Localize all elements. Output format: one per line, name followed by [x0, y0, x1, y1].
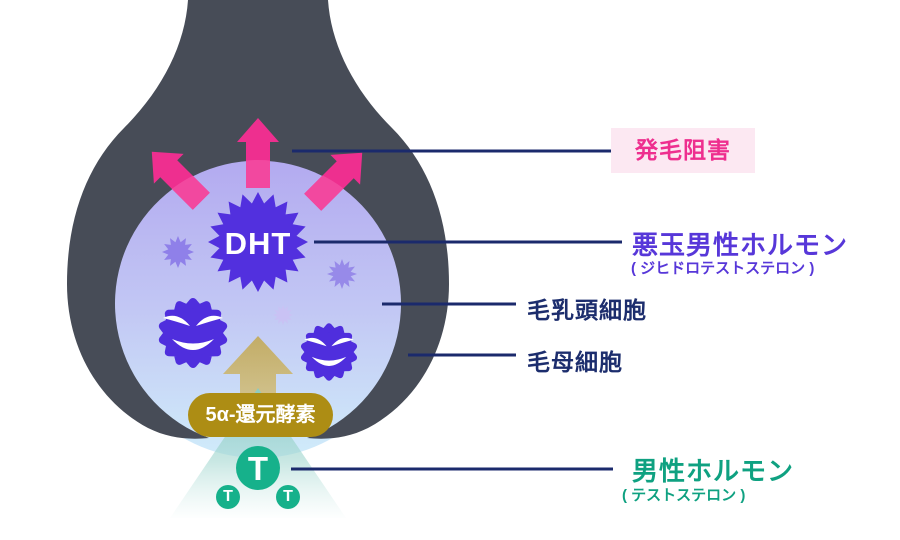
testosterone-t-small: T: [223, 488, 233, 505]
hair-papilla-bulb: [109, 160, 407, 458]
papilla-cells-label: 毛乳頭細胞: [527, 297, 647, 323]
follicle-wall: [67, 0, 449, 439]
small-star-icon: [273, 305, 293, 325]
evil-cell-icon: [300, 323, 358, 381]
dht-label: DHT: [224, 226, 292, 261]
testosterone-circle-large: [236, 446, 280, 490]
matrix-cells-label: 毛母細胞: [527, 349, 623, 375]
small-star-icon: [162, 236, 194, 268]
testosterone-circle-small: [216, 485, 240, 509]
testosterone-t-large: T: [247, 450, 269, 487]
enzyme-badge-label: 5α-還元酵素: [205, 404, 316, 426]
bad-hormone-subtitle: ( ジヒドロテストステロン ): [631, 260, 815, 277]
enzyme-badge: [188, 393, 333, 437]
growth-inhibition-label: 発毛阻害: [611, 128, 755, 173]
evil-cell-icon: [158, 298, 228, 368]
bad-hormone-title: 悪玉男性ホルモン: [632, 230, 849, 260]
male-hormone-title: 男性ホルモン: [632, 456, 795, 486]
connector-lines: [291, 149, 622, 471]
small-star-icon: [327, 259, 357, 289]
male-hormone-subtitle: ( テストステロン ): [622, 487, 746, 504]
dht-burst-icon: [208, 192, 308, 292]
testosterone-t-small: T: [283, 488, 293, 505]
testosterone-circle-small: [276, 485, 300, 509]
